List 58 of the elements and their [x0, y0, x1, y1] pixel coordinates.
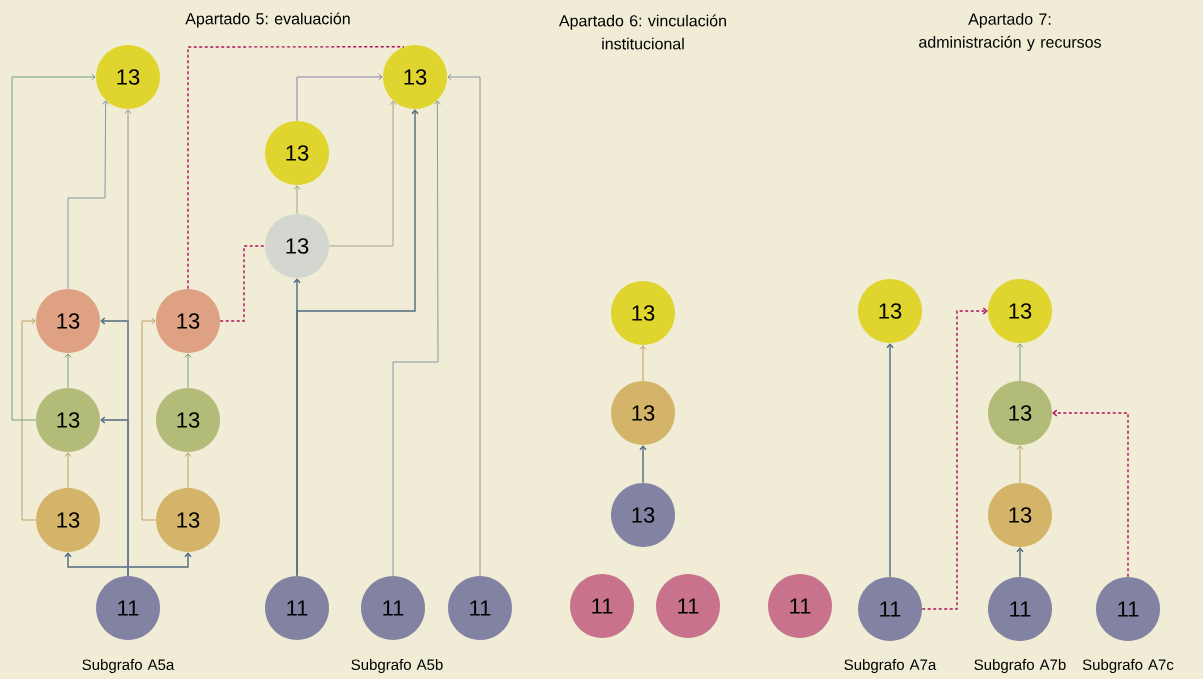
graph-node: 11 — [1096, 577, 1160, 641]
graph-node: 13 — [36, 289, 100, 353]
arrow — [11, 73, 96, 421]
graph-node: 13 — [36, 388, 100, 452]
section-title: Apartado 6: vinculación institucional — [559, 14, 726, 50]
graph-node: 13 — [611, 483, 675, 547]
section-title: Apartado 5: evaluación — [185, 12, 350, 28]
arrow — [1016, 547, 1024, 578]
graph-node: 13 — [611, 281, 675, 345]
subgraph-label: Subgrafo A7b — [974, 659, 1066, 673]
graph-node: 13 — [156, 488, 220, 552]
subgraph-label: Subgrafo A7a — [844, 659, 937, 673]
arrow — [141, 317, 157, 521]
graph-node: 11 — [768, 574, 832, 638]
graph-node: 11 — [361, 576, 425, 640]
arrow — [184, 452, 192, 489]
section-title: Apartado 7: administración y recursos — [919, 13, 1101, 51]
graph-node: 13 — [265, 121, 329, 185]
arrow — [64, 452, 72, 489]
arrow — [886, 343, 894, 578]
arrow — [921, 307, 988, 610]
subgraph-label: Subgrafo A7c — [1082, 659, 1174, 673]
arrow — [296, 109, 419, 577]
arrow — [639, 345, 647, 382]
graph-node: 11 — [448, 576, 512, 640]
arrow — [447, 73, 481, 577]
arrow — [67, 100, 110, 290]
arrow — [21, 317, 37, 521]
graph-node: 11 — [570, 574, 634, 638]
graph-node: 13 — [611, 381, 675, 445]
subgraph-label: Subgrafo A5b — [351, 659, 443, 673]
arrow — [1016, 445, 1024, 484]
arrow — [293, 185, 301, 215]
subgraph-label: Subgrafo A5a — [82, 659, 175, 673]
arrow — [639, 445, 647, 484]
graph-node: 11 — [988, 577, 1052, 641]
graph-node: 13 — [858, 279, 922, 343]
graph-node: 13 — [96, 45, 160, 109]
graph-node: 13 — [988, 483, 1052, 547]
graph-node: 11 — [858, 577, 922, 641]
arrow — [124, 109, 132, 577]
arrow — [328, 100, 397, 247]
arrow — [64, 353, 72, 389]
arrow — [184, 353, 192, 389]
arrow — [1052, 409, 1129, 578]
graph-node: 13 — [156, 388, 220, 452]
graph-node: 11 — [265, 576, 329, 640]
graph-node: 13 — [156, 289, 220, 353]
arrow — [1016, 343, 1024, 382]
graph-node: 11 — [656, 574, 720, 638]
graph-node: 13 — [383, 45, 447, 109]
graph-node: 13 — [988, 279, 1052, 343]
graph-node: 13 — [265, 214, 329, 278]
graph-node: 13 — [988, 381, 1052, 445]
graph-node: 11 — [96, 576, 160, 640]
arrow — [392, 100, 441, 577]
graph-node: 13 — [36, 488, 100, 552]
arrow — [296, 73, 383, 122]
